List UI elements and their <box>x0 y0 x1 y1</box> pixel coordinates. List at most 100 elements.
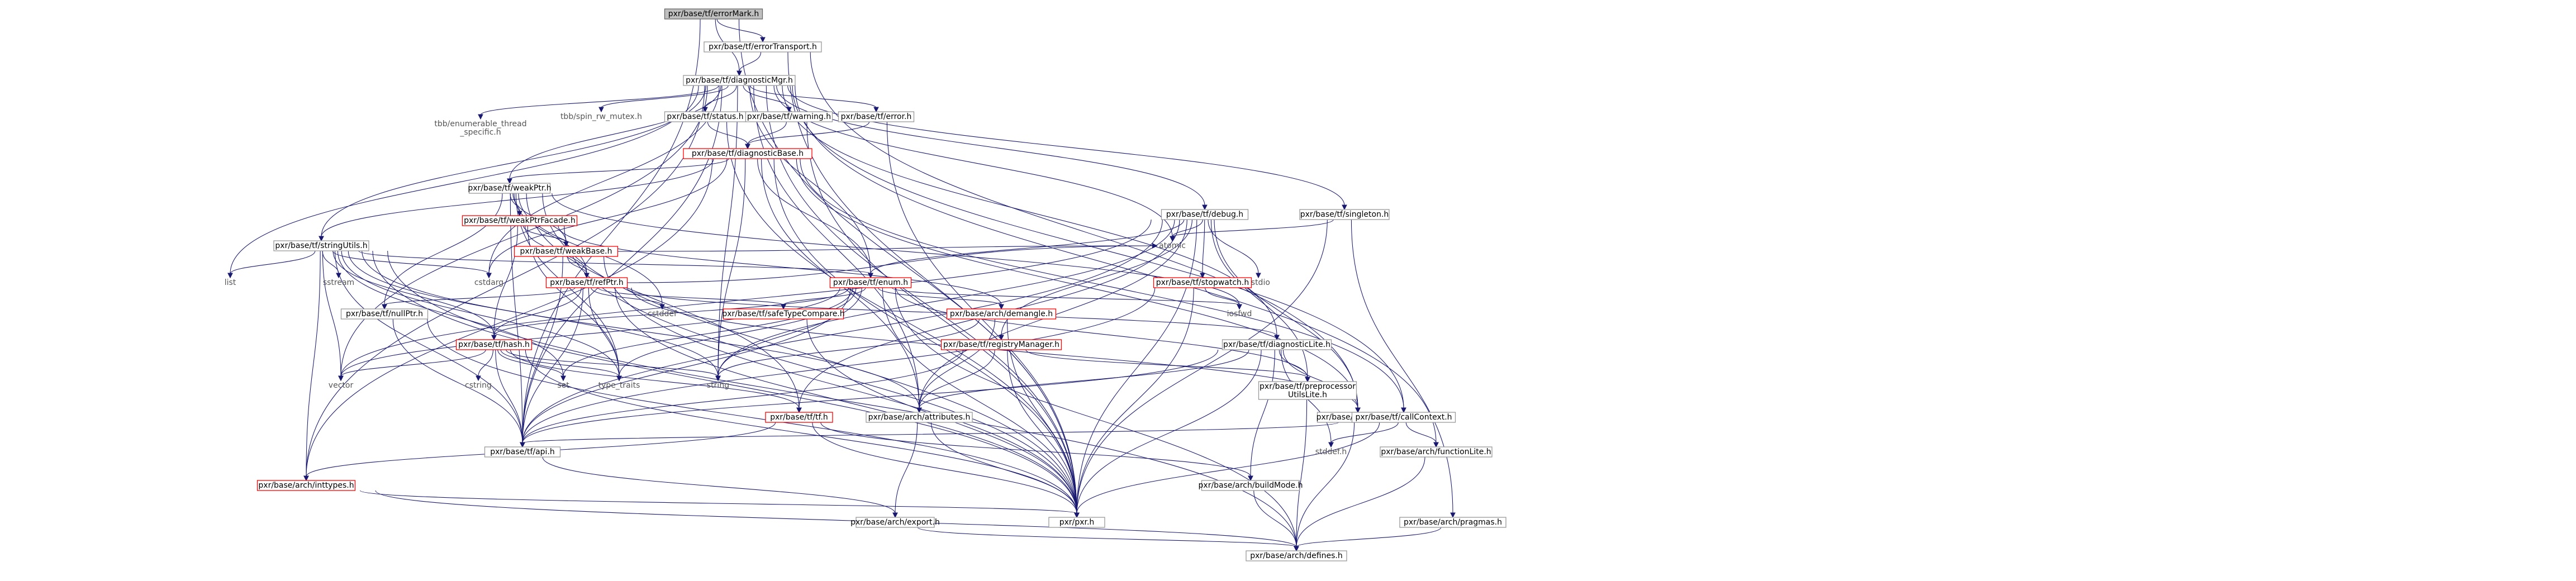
node-diagnosticLite[interactable]: pxr/base/tf/diagnosticLite.h <box>1222 339 1332 350</box>
node-buildMode[interactable]: pxr/base/arch/buildMode.h <box>1199 480 1303 491</box>
edge-diagnosticMgr-to-warning <box>743 85 790 108</box>
node-stringUtils[interactable]: pxr/base/tf/stringUtils.h <box>273 240 369 251</box>
edge-hash-to-string <box>506 349 719 377</box>
node-status[interactable]: pxr/base/tf/status.h <box>664 111 747 122</box>
edge-nullPtr-to-api <box>392 318 523 444</box>
node-weakPtr[interactable]: pxr/base/tf/weakPtr.h <box>468 183 552 194</box>
edge-registryManager-to-attributes <box>919 349 995 409</box>
node-label: type_traits <box>598 381 640 390</box>
edge-arrowhead <box>659 304 665 310</box>
edge-diagnosticMgr-to-string <box>717 85 738 377</box>
node-label: pxr/base/tf/enum.h <box>833 278 908 287</box>
edge-arrowhead <box>336 273 341 279</box>
node-pxr[interactable]: pxr/pxr.h <box>1048 517 1105 528</box>
edge-weakPtr-to-pxr <box>542 193 1077 514</box>
node-errorTransport[interactable]: pxr/base/tf/errorTransport.h <box>704 41 822 53</box>
edge-arrowhead <box>1401 407 1406 413</box>
edge-debug-to-enum <box>870 219 1185 274</box>
edge-arrowhead <box>1274 335 1280 341</box>
node-registryManager[interactable]: pxr/base/tf/registryManager.h <box>940 339 1062 350</box>
node-label: pxr/base/tf/stopwatch.h <box>1156 278 1249 287</box>
edge-arrowhead <box>1200 273 1205 279</box>
node-label: pxr/base/tf/weakBase.h <box>520 247 612 256</box>
node-hash[interactable]: pxr/base/tf/hash.h <box>455 339 533 350</box>
edge-diagnosticMgr-to-list <box>230 85 699 274</box>
edge-debug-to-api <box>522 219 1163 444</box>
node-label: vector <box>329 381 354 390</box>
edge-weakBase-to-refPtr <box>567 256 587 274</box>
node-box <box>1222 339 1332 350</box>
edge-enum-to-safeTypeCompare <box>783 287 866 306</box>
node-api[interactable]: pxr/base/tf/api.h <box>484 446 561 458</box>
node-weakBase[interactable]: pxr/base/tf/weakBase.h <box>514 246 619 257</box>
node-layer: pxr/base/tf/errorMark.h pxr/base/tf/error… <box>225 8 1506 561</box>
node-tfH[interactable]: pxr/base/tf/tf.h <box>765 412 833 423</box>
node-demangle[interactable]: pxr/base/arch/demangle.h <box>946 308 1057 320</box>
edge-errorTransport-to-hints <box>810 51 1358 409</box>
edge-callContext-to-api <box>522 422 1339 444</box>
node-sstream: sstream <box>323 278 354 287</box>
node-diagnosticMgr[interactable]: pxr/base/tf/diagnosticMgr.h <box>683 75 796 86</box>
node-box <box>545 277 628 288</box>
edge-arrowhead <box>319 236 324 242</box>
edge-stringUtils-to-attributes <box>362 250 920 409</box>
node-iosfwd: iosfwd <box>1227 309 1252 318</box>
edge-arrowhead <box>1450 512 1456 518</box>
node-label: pxr/base/tf/callContext.h <box>1355 413 1452 422</box>
node-label: list <box>225 278 236 287</box>
edge-stopwatch-to-api <box>522 287 1156 444</box>
edge-arrowhead <box>1342 204 1347 211</box>
node-pragmas[interactable]: pxr/base/arch/pragmas.h <box>1399 517 1506 528</box>
node-box <box>273 240 369 251</box>
edge-diagnosticBase-to-callContext <box>800 158 1404 409</box>
edge-hints-to-defines <box>1296 422 1355 547</box>
node-nullPtr[interactable]: pxr/base/tf/nullPtr.h <box>340 308 429 320</box>
node-singleton[interactable]: pxr/base/tf/singleton.h <box>1299 209 1390 220</box>
edge-hash-to-tfH <box>510 349 800 409</box>
node-diagnosticBase[interactable]: pxr/base/tf/diagnosticBase.h <box>683 148 812 159</box>
edge-refPtr-to-atomic <box>627 245 1153 283</box>
node-label: pxr/base/arch/pragmas.h <box>1404 518 1502 527</box>
node-errorH[interactable]: pxr/base/tf/error.h <box>838 111 915 122</box>
edge-diagnosticMgr-to-pxr <box>766 85 1077 514</box>
node-stopwatch[interactable]: pxr/base/tf/stopwatch.h <box>1153 277 1252 288</box>
edge-status-to-pxr <box>726 121 1077 514</box>
edge-singleton-to-pragmas <box>1351 219 1453 514</box>
edge-enum-to-demangle <box>878 287 1002 306</box>
edge-pragmas-to-defines <box>1296 527 1442 547</box>
node-enum[interactable]: pxr/base/tf/enum.h <box>829 277 912 288</box>
node-box <box>664 8 763 20</box>
node-label: pxr/base/tf/status.h <box>667 112 743 121</box>
node-box <box>1153 277 1252 288</box>
node-weakPtrFacade[interactable]: pxr/base/tf/weakPtrFacade.h <box>462 215 578 226</box>
edge-stringUtils-to-cstdarg <box>332 250 489 274</box>
node-attributes[interactable]: pxr/base/arch/attributes.h <box>866 412 973 423</box>
node-warning[interactable]: pxr/base/tf/warning.h <box>745 111 833 122</box>
edge-stringUtils-to-api <box>334 250 523 444</box>
node-label: iosfwd <box>1227 309 1252 318</box>
node-inttypes[interactable]: pxr/base/arch/inttypes.h <box>256 480 356 491</box>
edge-preprocessorUtilsLite-to-defines <box>1296 399 1308 547</box>
edge-stringUtils-to-set <box>337 250 564 377</box>
edge-arrowhead <box>476 375 481 382</box>
node-defines[interactable]: pxr/base/arch/defines.h <box>1246 550 1347 561</box>
edge-diagnosticMgr-to-tbbETS <box>480 85 719 116</box>
node-label: UtilsLite.h <box>1288 390 1327 399</box>
node-errorMark[interactable]: pxr/base/tf/errorMark.h <box>664 8 763 20</box>
edge-diagnosticMgr-to-atomic <box>773 85 1173 237</box>
edge-arrowhead <box>227 273 233 279</box>
node-label: pxr/base/arch/inttypes.h <box>258 481 354 490</box>
node-debug[interactable]: pxr/base/tf/debug.h <box>1161 209 1249 220</box>
edge-diagnosticMgr-to-callContext <box>792 85 1404 409</box>
edge-errorMark-to-api <box>522 18 701 444</box>
edge-warning-to-diagnosticBase <box>747 121 787 145</box>
node-safeTypeCompare[interactable]: pxr/base/tf/safeTypeCompare.h <box>722 308 845 320</box>
node-archExport[interactable]: pxr/base/arch/export.h <box>850 517 940 528</box>
node-callContext[interactable]: pxr/base/tf/callContext.h <box>1351 412 1456 423</box>
edge-weakBase-to-atomic <box>617 245 1153 252</box>
node-functionLite[interactable]: pxr/base/arch/functionLite.h <box>1380 446 1493 458</box>
edge-debug-to-atomic <box>1172 219 1203 237</box>
edge-weakBase-to-api <box>522 256 563 444</box>
node-refPtr[interactable]: pxr/base/tf/refPtr.h <box>545 277 628 288</box>
